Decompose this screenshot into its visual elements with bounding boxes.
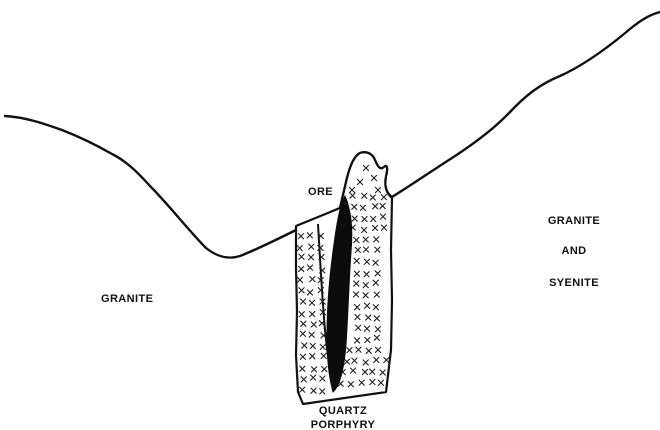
granite-and-syenite-label-line3: SYENITE (549, 277, 599, 289)
ore-label: ORE (308, 186, 333, 198)
granite-and-syenite-label-line1: GRANITE (548, 215, 600, 227)
granite-label: GRANITE (101, 293, 153, 305)
granite-and-syenite-label-line2: AND (561, 245, 586, 257)
quartz-porphyry-label-line1: QUARTZ (319, 405, 367, 417)
quartz-porphyry-label-line2: PORPHYRY (311, 419, 376, 430)
